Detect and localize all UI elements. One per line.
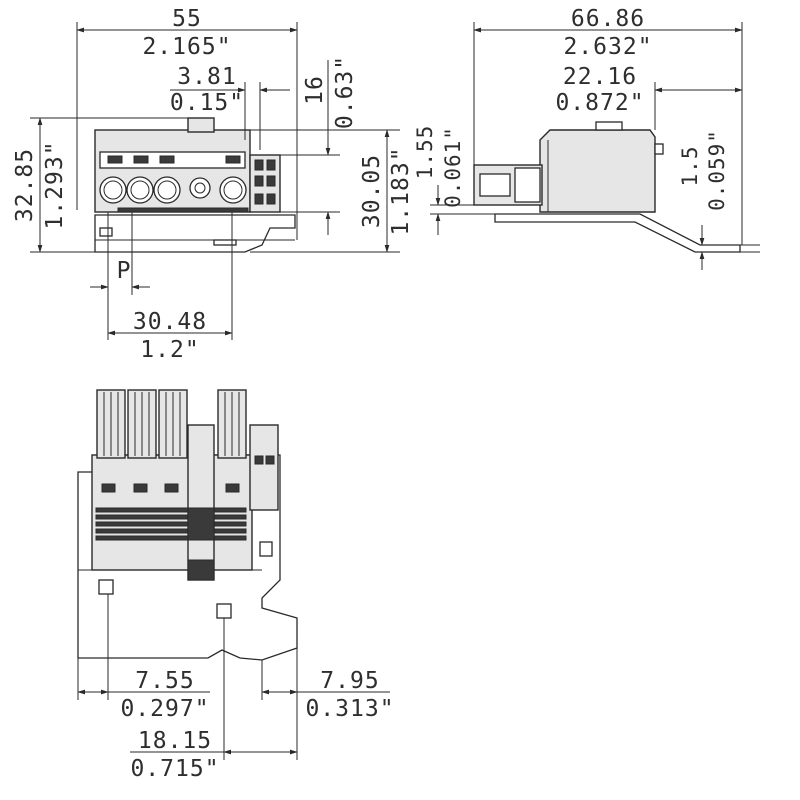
top-center-latch [187,424,215,581]
side-connector-body [539,129,656,213]
dim-height-body-mm: 30.05 [359,154,385,228]
dim-side-depth-in: 0.872" [555,90,644,116]
dim-pitch-top-mm: 3.81 [177,64,236,90]
dim-bottom-left-mm: 7.55 [135,668,194,694]
dim-thickness-a-in: 0.061" [441,126,465,208]
dim-bottom-right-in: 0.313" [305,696,394,722]
dim-side-gap-in: 0.63" [332,55,358,129]
dim-side-length-mm: 66.86 [571,6,645,32]
dim-height-total-mm: 32.85 [12,148,38,222]
dim-bottom-left-in: 0.297" [120,696,209,722]
dim-thickness-a-mm: 1.55 [413,125,437,180]
side-base-plate [494,213,741,253]
side-view: 66.86 2.632" 22.16 0.872" 1.55 0.061" 1.… [413,6,760,270]
dim-bottom-span-in: 0.715" [130,756,219,782]
dim-pin-span-in: 1.2" [140,337,199,363]
top-signal-pins [249,424,279,511]
dim-side-gap-mm: 16 [302,75,328,105]
front-view: 55 2.165" 3.81 0.15" 16 0.63" 32.85 1.29… [12,6,414,363]
dim-bottom-span-mm: 18.15 [138,728,212,754]
top-ribs [95,507,247,541]
top-view: 7.55 0.297" 7.95 0.313" 18.15 0.715" [77,389,394,782]
dim-pin-span-mm: 30.48 [133,309,207,335]
dim-side-length-in: 2.632" [563,34,652,60]
dim-height-body-in: 1.183" [388,146,414,235]
dim-thickness-b-mm: 1.5 [678,146,702,187]
dim-pitch-label: P [117,258,132,284]
dim-thickness-b-in: 0.059" [705,129,729,211]
front-base-plate [94,214,296,253]
dim-width-mm: 55 [172,6,202,32]
dim-pitch-top-in: 0.15" [170,90,244,116]
front-wire-entries [99,176,247,204]
dim-width-in: 2.165" [142,34,231,60]
top-release-levers [96,389,247,459]
dim-bottom-right-mm: 7.95 [320,668,379,694]
dim-side-depth-mm: 22.16 [563,64,637,90]
dim-height-total-in: 1.293" [42,140,68,229]
